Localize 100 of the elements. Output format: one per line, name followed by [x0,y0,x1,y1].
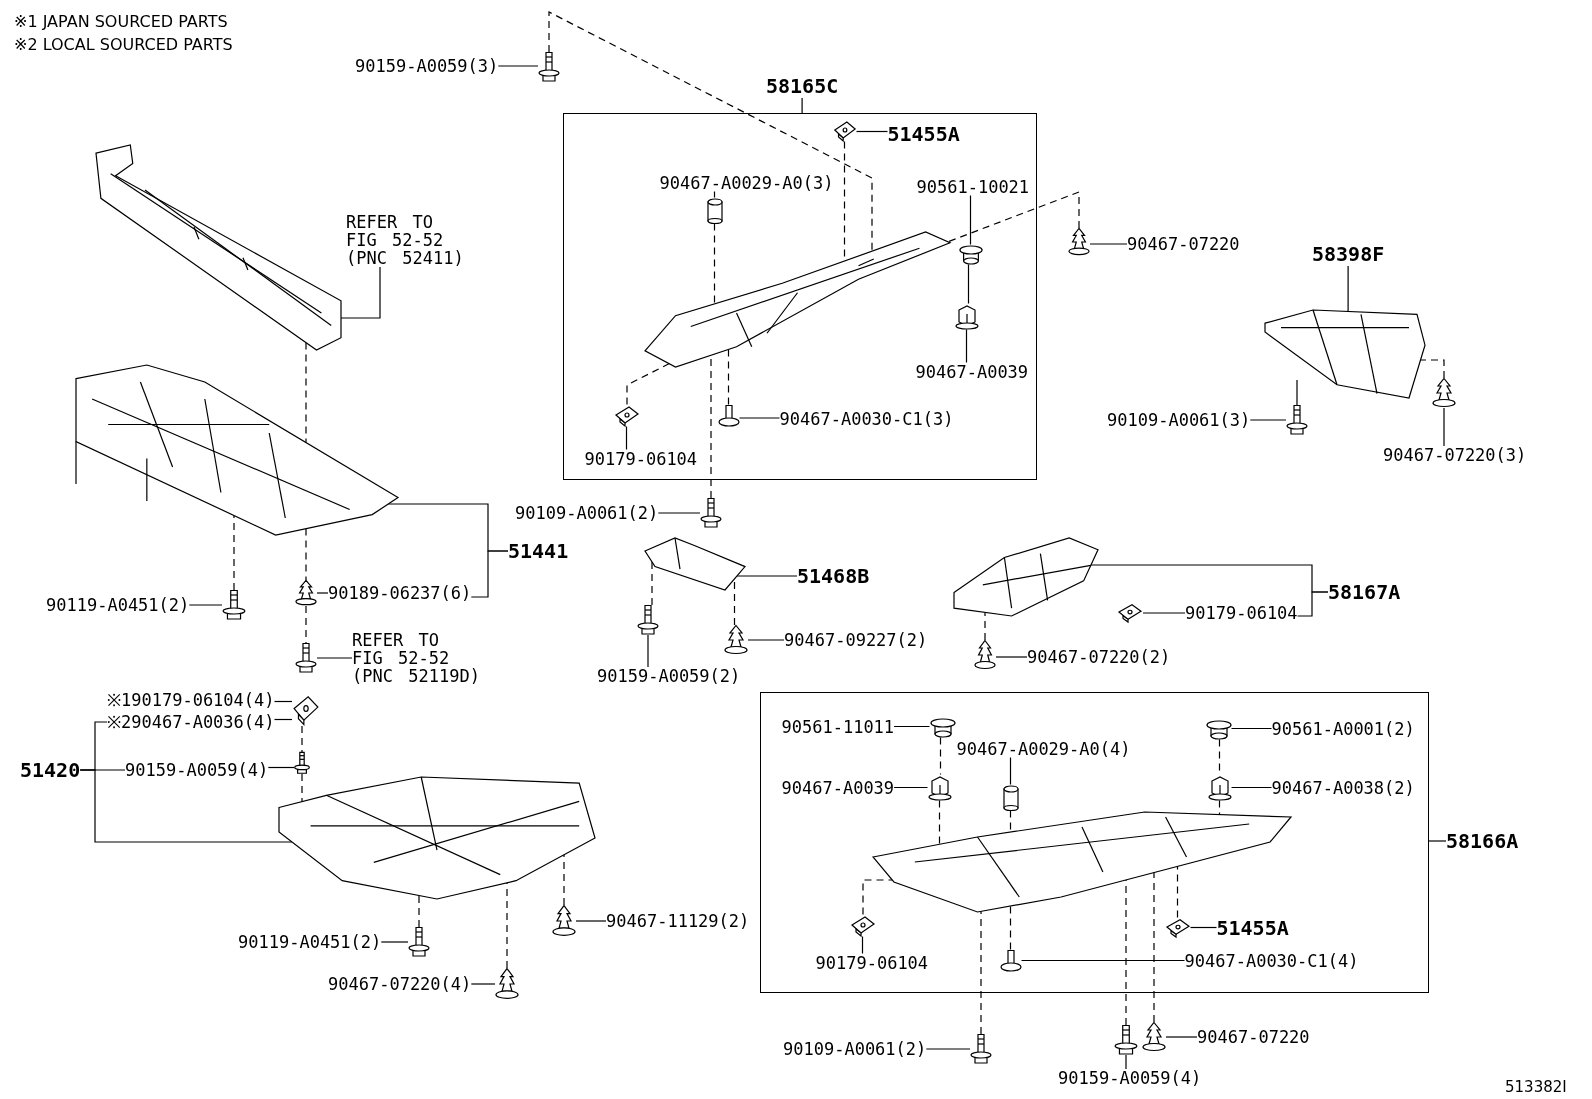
part-number: 90467-11129(2) [606,912,750,930]
assembly-line [947,191,1080,243]
leader-line [1189,926,1218,929]
push-clip-icon [974,640,996,670]
bolt-icon [408,927,430,957]
assembly-number: 51455A [887,121,960,146]
assembly-line [1296,379,1298,406]
part-number: 90179-06104 [1185,604,1298,622]
part-number: 90467-A0029-A0(3) [659,173,834,192]
leader-line [893,786,929,789]
bolt-icon [700,498,722,528]
part-number: 90109-A0061(2) [783,1040,927,1058]
leader-line [380,941,409,943]
assembly-line [1153,871,1155,1023]
clip-nut-icon [1164,917,1191,938]
under-cover-drawing [76,365,398,535]
bolt-icon [294,752,310,774]
bolt-icon [637,605,659,635]
part-number: 90467-A0030-C1(3) [779,409,954,428]
push-clip-icon [1142,1022,1166,1052]
part-number: 90467-07220(4) [328,975,472,993]
assembly-line [1218,799,1221,815]
part-number: 90189-06237(6) [328,584,472,602]
leader-line [657,512,701,514]
bumper-drawing [96,145,341,350]
cover-panel-drawing [644,231,950,367]
assembly-line [1419,359,1445,379]
assembly-number: 51441 [508,539,569,563]
clip-nut-icon [849,914,876,937]
part-number: 90467-07220(2) [1027,648,1171,666]
leader-line [1142,612,1186,614]
clip-nut-icon [613,404,640,427]
leader-line [316,657,353,659]
leader-line [801,97,803,114]
footnote: ※1 JAPAN SOURCED PARTS [14,12,228,32]
leader-line [625,425,628,451]
leader-line [855,130,889,133]
bolt-icon [538,52,560,82]
assembly-line [984,611,986,641]
part-number: 90467-A0039 [915,362,1029,381]
assembly-line [305,528,307,581]
cover-panel-drawing [1265,310,1425,398]
leader-line [1230,786,1273,789]
grommet-icon [929,717,956,738]
bolt-icon [970,1034,992,1064]
assembly-line [1009,904,1012,951]
assembly-number: 51420 [20,758,81,782]
assembly-line [233,514,235,591]
assembly-number: 51455A [1216,915,1289,940]
push-clip-icon [552,905,576,937]
leader-line [736,575,798,577]
leader-line [1165,1036,1198,1038]
part-number: 90159-A0059(3) [355,57,499,75]
bolt-icon [222,590,246,620]
leader-line [1020,959,1186,962]
assembly-line [980,910,982,1035]
part-number: 90119-A0451(2) [238,933,382,951]
figure-number: 513382I [1505,1077,1567,1097]
push-clip-icon [724,625,748,655]
part-number: 90467-07220 [1127,235,1240,253]
bolt-icon [1114,1025,1138,1055]
assembly-frame [760,692,1429,993]
part-number: 90467-07220(3) [1383,446,1527,464]
leader-line [273,700,293,703]
part-number: 90179-06104 [584,449,698,468]
leader-line [893,725,931,728]
under-cover-drawing [954,538,1098,616]
assembly-number: 51468B [797,564,870,588]
assembly-line [727,348,730,406]
part-number: 90159-A0059(2) [597,667,741,685]
assembly-line [862,879,893,916]
assembly-number: 58398F [1312,242,1385,266]
part-number: 90467-A0038(2) [1271,778,1415,797]
clip-nut-icon [832,119,857,142]
footnote: ※2 LOCAL SOURCED PARTS [14,35,233,55]
assembly-number: 58167A [1328,580,1401,604]
leader-line [713,190,716,199]
leader-line [967,263,970,305]
part-number: 90561-11011 [781,717,895,736]
bolt-icon [295,643,317,673]
assembly-line [301,773,303,803]
clip-nut-icon [292,694,320,726]
leader-line [79,769,293,843]
part-number: 90179-06104 [815,953,929,972]
nut-icon [1207,774,1232,801]
part-number: 90467-07220 [1197,1028,1310,1046]
part-number: 90109-A0061(2) [515,504,659,522]
push-clip-icon [495,968,519,1000]
leader-line [1089,243,1128,245]
leader-line [1428,840,1447,842]
grommet-icon [958,244,983,265]
leader-line [316,592,329,594]
leader-line [965,328,968,364]
assembly-line [305,342,307,444]
part-number: 90467-A0039 [781,778,895,797]
leader-line [925,1048,971,1050]
assembly-line [939,736,942,776]
leader-line [647,634,649,668]
screw-icon [717,404,740,427]
assembly-number: 58165C [766,74,839,98]
